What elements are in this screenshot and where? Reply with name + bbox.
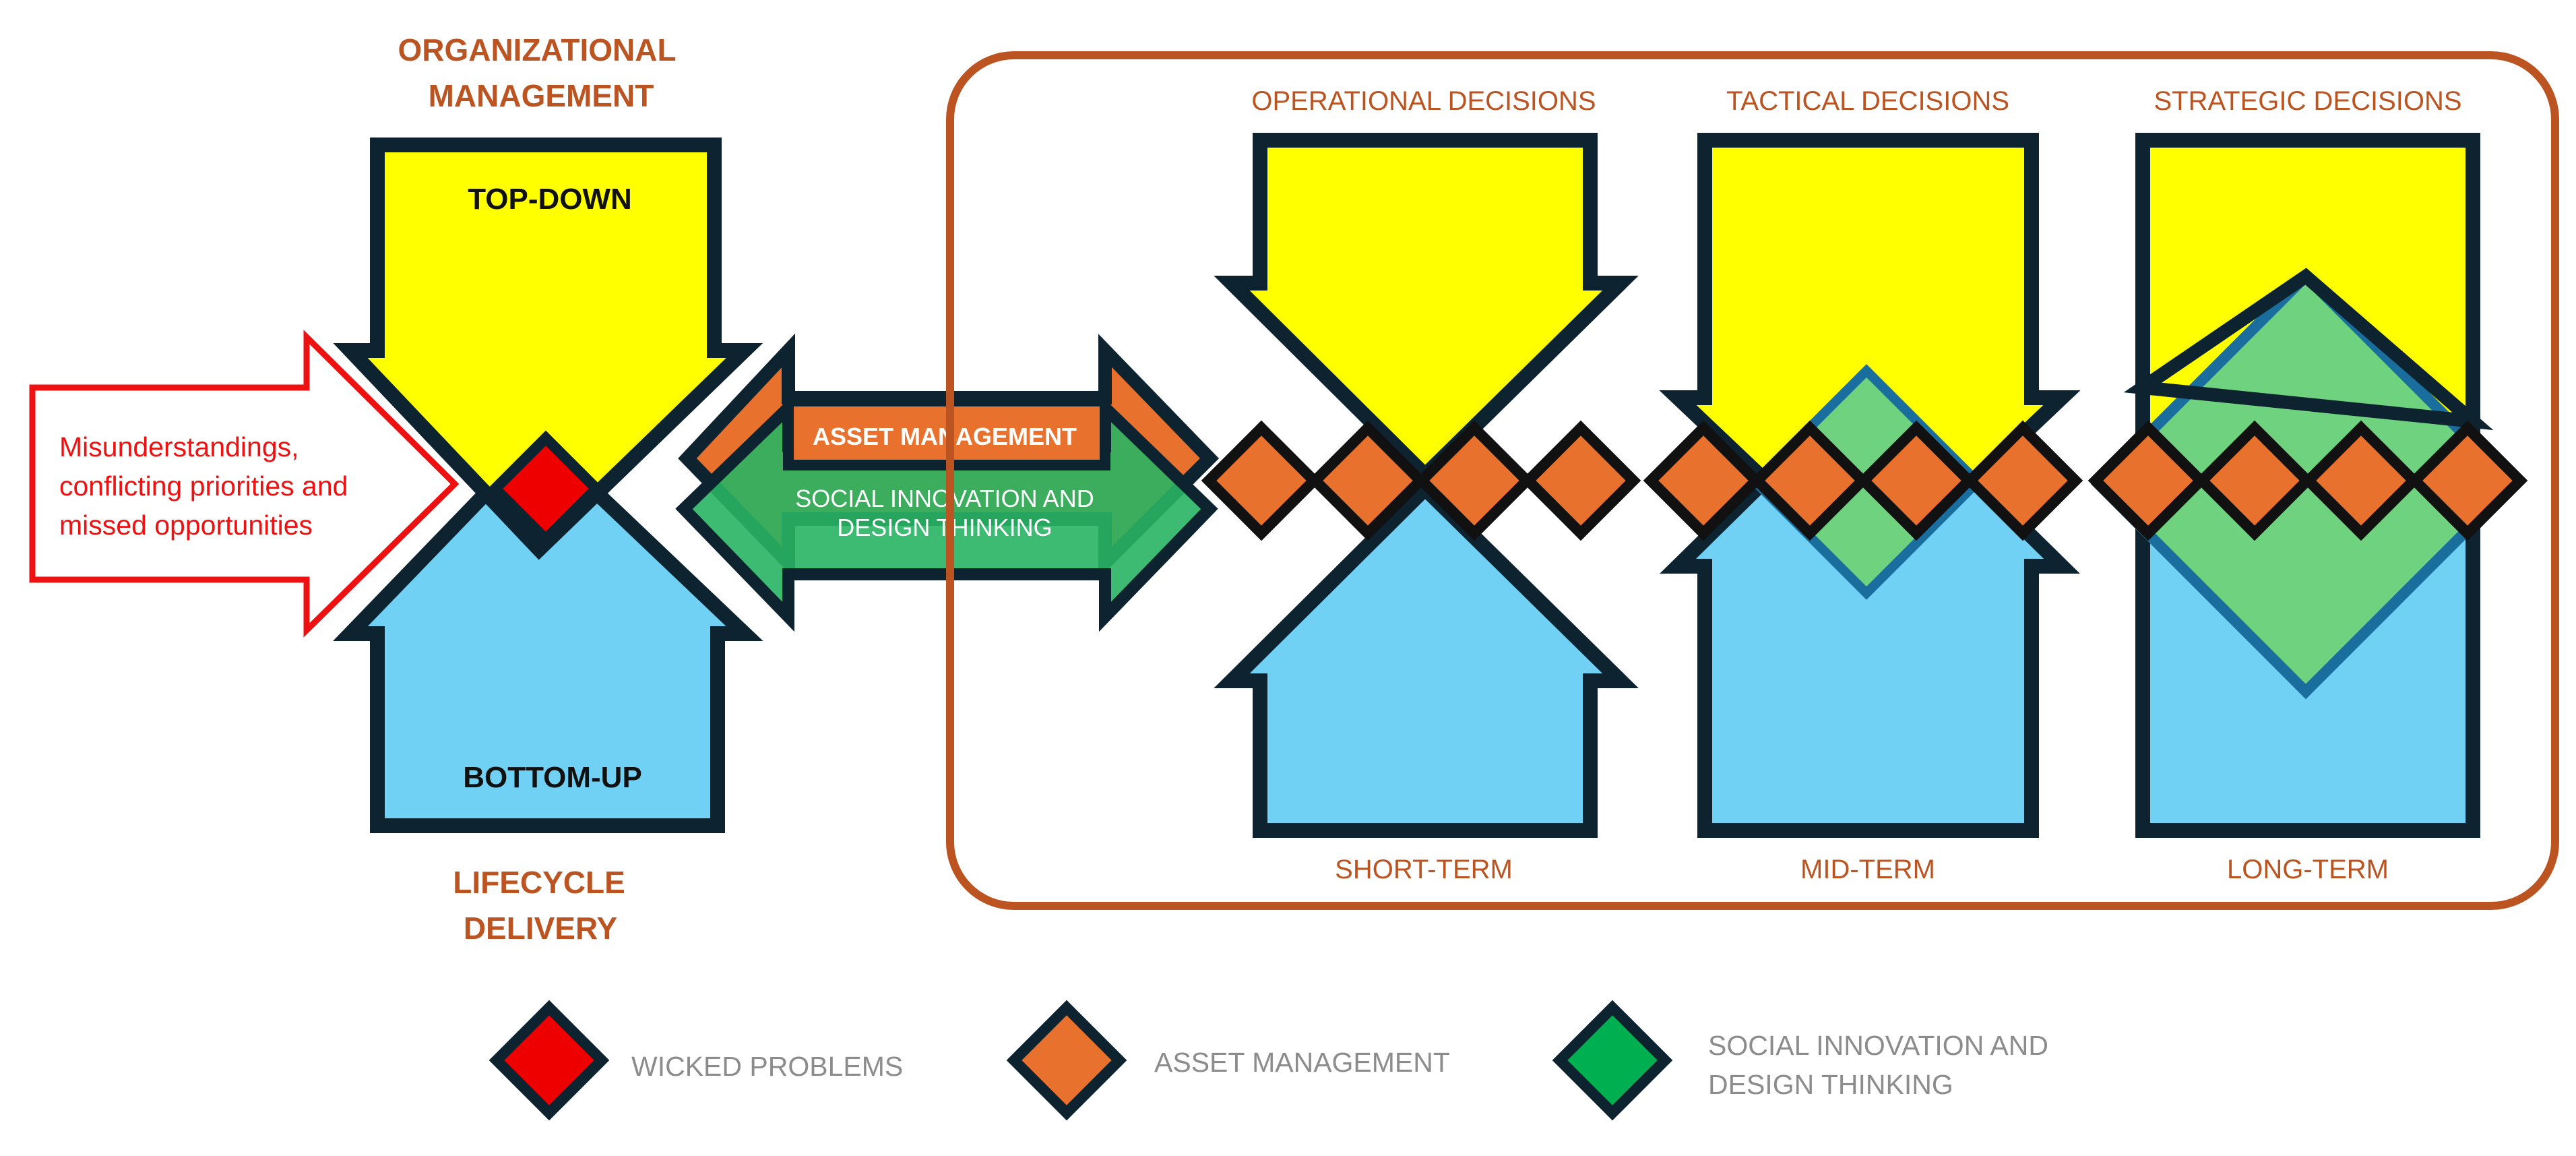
orange-diamond: [2194, 420, 2315, 541]
strategic-decisions-header: STRATEGIC DECISIONS: [2154, 86, 2461, 116]
green-diamond-icon: [1552, 1000, 1673, 1121]
top-down-label: TOP-DOWN: [468, 183, 632, 216]
mid-term-label: MID-TERM: [1800, 855, 1935, 884]
orange-diamond: [2300, 420, 2422, 541]
operational-bottom-up-arrow: [1214, 478, 1639, 838]
problem-arrow-group: Misunderstandings, conflicting prioritie…: [29, 330, 460, 638]
orange-diamond: [2407, 420, 2528, 541]
orange-diamond: [1201, 420, 1322, 541]
wicked-problem-diamond: [487, 430, 604, 547]
orange-diamond: [1307, 420, 1428, 541]
orange-diamond: [1856, 420, 1977, 541]
problem-arrow: [29, 330, 460, 638]
problem-text-line3: missed opportunities: [59, 510, 313, 541]
top-down-arrow: [333, 138, 763, 560]
operational-asset-diamonds: [1201, 420, 1641, 541]
tactical-decisions-header: TACTICAL DECISIONS: [1726, 86, 2009, 116]
long-term-label: LONG-TERM: [2227, 855, 2389, 884]
problem-text-line1: Misunderstandings,: [59, 431, 299, 462]
orange-diamond-icon: [1006, 1000, 1127, 1121]
tactical-column: TACTICAL DECISIONS MID-TERM: [1643, 86, 2083, 884]
orange-diamond: [1643, 420, 1764, 541]
lifecycle-delivery-title-line1: LIFECYCLE: [453, 865, 625, 900]
operational-column: OPERATIONAL DECISIONS SHORT-TERM: [1201, 86, 1641, 884]
orange-diamond: [1414, 420, 1535, 541]
problem-text-line2: conflicting priorities and: [59, 470, 348, 501]
legend-label-social-innovation-line1: SOCIAL INNOVATION AND: [1708, 1030, 2048, 1061]
operational-decisions-header: OPERATIONAL DECISIONS: [1251, 86, 1596, 116]
legend-label-wicked-problems: WICKED PROBLEMS: [631, 1051, 903, 1082]
decision-levels-frame: [946, 51, 2559, 910]
legend-label-asset-management: ASSET MANAGEMENT: [1154, 1047, 1450, 1078]
lifecycle-delivery-title-line2: DELIVERY: [464, 911, 617, 946]
organizational-management-section: ORGANIZATIONAL MANAGEMENT TOP-DOWN BOTTO…: [333, 32, 763, 946]
strategic-asset-diamonds: [2087, 420, 2528, 541]
org-management-title-line1: ORGANIZATIONAL: [398, 32, 676, 67]
social-innovation-connector-line1: SOCIAL INNOVATION AND: [795, 485, 1094, 512]
social-innovation-connector-line2: DESIGN THINKING: [837, 514, 1052, 541]
legend-label-social-innovation-line2: DESIGN THINKING: [1708, 1069, 1953, 1100]
orange-diamond: [1520, 420, 1641, 541]
strategic-column: STRATEGIC DECISIONS LONG-TERM: [2087, 86, 2528, 884]
red-diamond-icon: [489, 1000, 610, 1121]
orange-diamond: [1749, 420, 1871, 541]
operational-top-down-arrow: [1214, 133, 1639, 486]
tactical-asset-diamonds: [1643, 420, 2083, 541]
orange-diamond: [2087, 420, 2209, 541]
orange-diamond: [1962, 420, 2083, 541]
bottom-up-arrow: [333, 427, 763, 833]
short-term-label: SHORT-TERM: [1335, 855, 1513, 884]
org-management-title-line2: MANAGEMENT: [429, 78, 654, 113]
strategic-diamond-top-outline: [2123, 268, 2494, 431]
asset-management-connector-label: ASSET MANAGEMENT: [813, 423, 1077, 450]
legend: WICKED PROBLEMS ASSET MANAGEMENT SOCIAL …: [489, 1000, 2048, 1121]
bottom-up-label: BOTTOM-UP: [463, 761, 642, 794]
